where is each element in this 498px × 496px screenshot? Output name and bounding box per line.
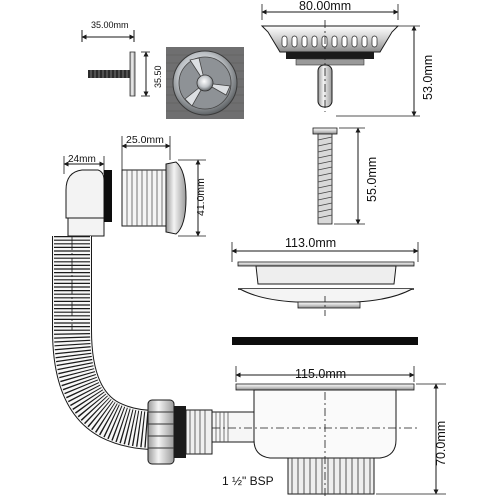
rubber-gasket <box>232 337 418 345</box>
connecting-bolt-drawing <box>312 127 365 225</box>
overflow-head-drawing <box>63 136 206 237</box>
dim-basket-width: 80.00mm <box>299 0 351 13</box>
strainer-stem-drawing <box>81 30 150 97</box>
dim-strainer-stem-width: 35.00mm <box>91 20 129 30</box>
dim-basket-height: 53.0mm <box>421 55 435 100</box>
dim-overflow-diameter: 41.0mm <box>195 178 207 216</box>
dim-flange-width: 113.0mm <box>285 236 336 250</box>
flange-drawing <box>231 242 419 318</box>
flexible-overflow-hose <box>52 236 157 450</box>
dim-bolt-length: 55.0mm <box>365 157 379 202</box>
basket-strainer-drawing <box>260 4 420 117</box>
dim-strainer-stem-height: 35.50 <box>153 65 163 88</box>
thread-size-label: 1 ½" BSP <box>222 474 274 488</box>
hose-coupling <box>147 399 213 465</box>
dim-overflow-depth: 24mm <box>68 154 96 165</box>
strainer-photo <box>166 47 244 119</box>
dim-body-width: 115.0mm <box>295 367 346 381</box>
dim-body-height: 70.0mm <box>434 421 448 466</box>
waste-body-drawing <box>211 366 446 496</box>
dim-overflow-nut-depth: 25.0mm <box>126 134 164 146</box>
